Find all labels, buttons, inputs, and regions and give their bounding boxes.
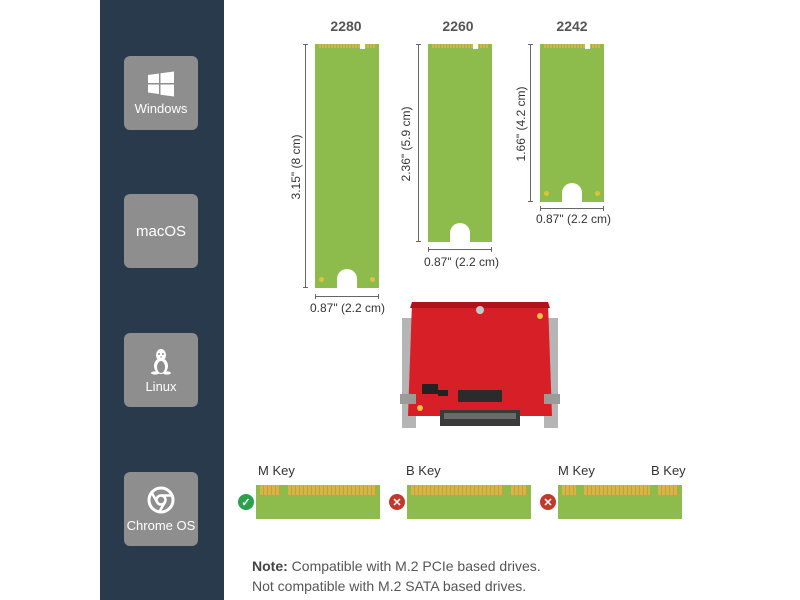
not-compatible-x-icon: ✕ <box>540 494 556 510</box>
dimension-line <box>530 44 531 202</box>
drive-size-2242: 2242 <box>556 18 588 34</box>
dimension-tick <box>378 294 379 299</box>
m-key-label: M Key <box>258 463 295 478</box>
drive-size-2280: 2280 <box>330 18 362 34</box>
os-label-macos: macOS <box>135 222 186 240</box>
mb-key-m-label: M Key <box>558 463 595 478</box>
os-tile-linux: Linux <box>124 333 198 407</box>
os-tile-macos: macOS <box>124 194 198 268</box>
linux-penguin-icon <box>151 348 171 375</box>
dimension-tick <box>315 294 316 299</box>
drive-2280-board <box>315 44 379 289</box>
drive-2260-board <box>428 44 492 243</box>
dimension-line <box>418 44 419 242</box>
dimension-line <box>540 208 604 209</box>
dimension-tick <box>303 287 308 288</box>
note-line-2: Not compatible with M.2 SATA based drive… <box>252 578 527 594</box>
drive-size-2260: 2260 <box>442 18 474 34</box>
drive-2242-board <box>540 44 604 203</box>
dimension-tick <box>303 44 308 45</box>
drive-2242-width: 0.87" (2.2 cm) <box>536 212 611 226</box>
dimension-tick <box>491 247 492 252</box>
adapter-board-image <box>400 302 560 428</box>
dimension-tick <box>416 44 421 45</box>
chrome-icon <box>147 486 175 513</box>
dimension-line <box>305 44 306 288</box>
note-line-1: Compatible with M.2 PCIe based drives. <box>291 558 541 574</box>
os-tile-windows: Windows <box>124 56 198 130</box>
mb-key-b-label: B Key <box>651 463 686 478</box>
mb-key-connector <box>558 485 682 519</box>
not-compatible-x-icon: ✕ <box>389 494 405 510</box>
note-prefix: Note: <box>252 558 288 574</box>
compatible-check-icon: ✓ <box>238 494 254 510</box>
dimension-tick <box>540 206 541 211</box>
dimension-line <box>315 296 379 297</box>
dimension-tick <box>428 247 429 252</box>
os-label-chrome-os: Chrome OS <box>126 517 196 533</box>
os-label-linux: Linux <box>145 378 177 394</box>
os-tile-chrome-os: Chrome OS <box>124 472 198 546</box>
windows-icon <box>148 71 174 96</box>
dimension-tick <box>528 44 533 45</box>
m-key-connector <box>256 485 380 519</box>
os-label-windows: Windows <box>134 100 188 116</box>
b-key-connector <box>407 485 531 519</box>
dimension-tick <box>528 201 533 202</box>
drive-2260-width: 0.87" (2.2 cm) <box>424 255 499 269</box>
b-key-label: B Key <box>406 463 441 478</box>
drive-2260-length: 2.36" (5.9 cm) <box>399 106 413 182</box>
dimension-tick <box>603 206 604 211</box>
dimension-line <box>428 249 492 250</box>
drive-2242-length: 1.66" (4.2 cm) <box>514 86 528 162</box>
drive-2280-length: 3.15" (8 cm) <box>289 134 303 200</box>
compatibility-note: Note: Compatible with M.2 PCIe based dri… <box>252 556 541 596</box>
dimension-tick <box>416 241 421 242</box>
drive-2280-width: 0.87" (2.2 cm) <box>310 301 385 315</box>
